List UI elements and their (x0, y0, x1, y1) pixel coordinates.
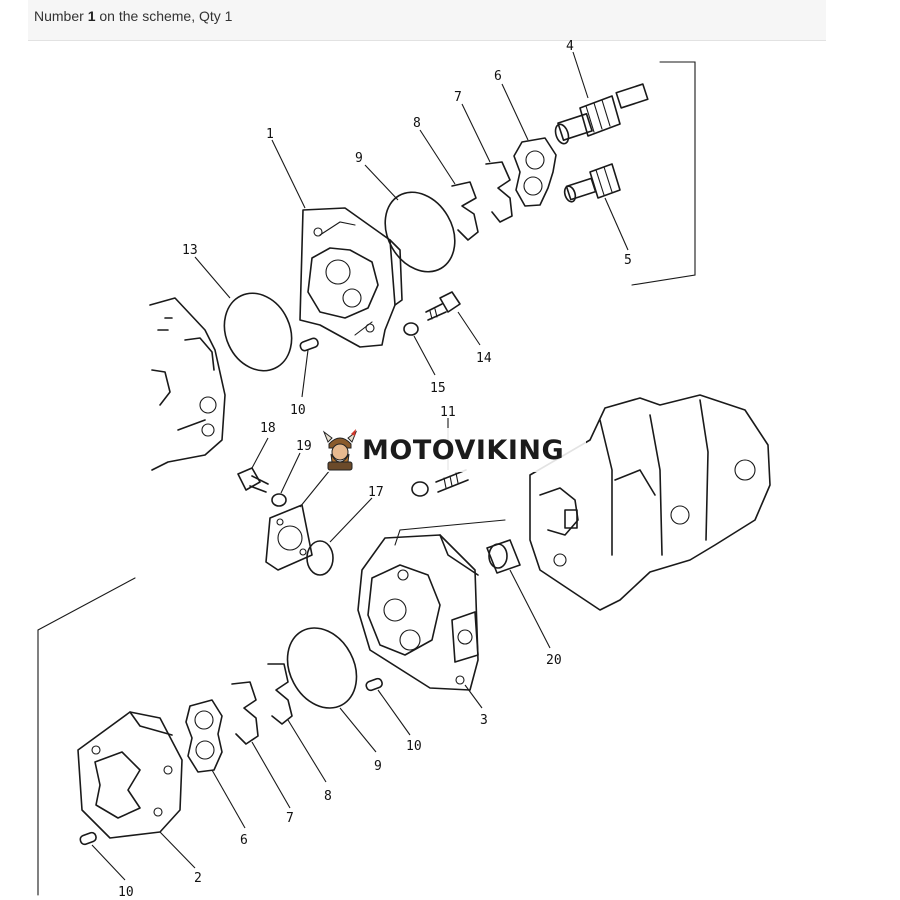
callout-17: 17 (368, 485, 384, 500)
callout-20: 20 (546, 653, 562, 668)
callout-10-a: 10 (290, 403, 306, 418)
callout-9-upper: 9 (355, 151, 363, 166)
driven-gear-part-5 (563, 163, 621, 203)
callout-13: 13 (182, 243, 198, 258)
callout-6-upper: 6 (494, 69, 502, 84)
callout-2: 2 (194, 871, 202, 886)
gear-housing-part-2 (77, 711, 183, 839)
gasket-part-9-upper (384, 191, 456, 273)
backup-ring-part-8-lower (267, 663, 293, 725)
front-cover-part-1 (299, 207, 403, 348)
callout-8-upper: 8 (413, 116, 421, 131)
bolt-part-14 (425, 291, 461, 321)
dowel-pin-part-10-c (79, 831, 97, 846)
caption-prefix: Number (34, 8, 84, 24)
frame-lines (37, 61, 696, 896)
callout-8-lower: 8 (324, 789, 332, 804)
left-pump-housing (149, 297, 226, 471)
backup-ring-part-8-upper (451, 181, 479, 241)
dowel-pin-part-10-b (365, 677, 383, 692)
callout-5: 5 (624, 253, 632, 268)
watermark-text: MOTOVIKING (362, 434, 565, 466)
callout-10-b: 10 (406, 739, 422, 754)
flange-plate (265, 504, 313, 571)
callout-11: 11 (440, 405, 456, 420)
leader-lines (91, 51, 629, 881)
callout-19: 19 (296, 439, 312, 454)
callout-18: 18 (260, 421, 276, 436)
washer-part-19 (271, 493, 287, 507)
right-pump-housing (529, 394, 771, 611)
drive-gear-shaft-part-4 (554, 83, 649, 145)
callout-6-lower: 6 (240, 833, 248, 848)
callout-7-lower: 7 (286, 811, 294, 826)
viking-mascot-icon (322, 429, 358, 471)
callout-labels: 1 13 9 8 7 6 4 5 10 14 15 11 18 19 17 20… (118, 39, 632, 900)
needle-bearing-part-20 (486, 539, 521, 574)
gasket-part-13 (223, 292, 293, 372)
callout-7-upper: 7 (454, 90, 462, 105)
bolt-part-18 (237, 467, 269, 493)
caption-suffix: on the scheme, Qty 1 (99, 8, 233, 24)
callout-15: 15 (430, 381, 446, 396)
side-plate-part-6-lower (185, 699, 223, 773)
part-number: 1 (87, 8, 96, 24)
caption-bar: Number 1 on the scheme, Qty 1 (28, 0, 826, 41)
rear-cover-part-3 (357, 534, 479, 691)
callout-4: 4 (566, 39, 574, 54)
scheme-caption: Number 1 on the scheme, Qty 1 (34, 8, 232, 24)
seal-part-7-lower (231, 681, 259, 745)
side-plate-part-6-upper (513, 137, 557, 207)
seal-part-7-upper (485, 161, 513, 223)
callout-14: 14 (476, 351, 492, 366)
callout-9-lower: 9 (374, 759, 382, 774)
gasket-part-9-lower (286, 627, 358, 709)
washer-part-15 (403, 322, 419, 336)
watermark-brand: MOTOVIKING (318, 428, 586, 472)
callout-1: 1 (266, 127, 274, 142)
o-ring-part-17 (306, 540, 334, 576)
callout-10-c: 10 (118, 885, 134, 900)
bolt-part-11 (411, 469, 469, 497)
dowel-pin-part-10-a (299, 337, 319, 352)
callout-3: 3 (480, 713, 488, 728)
